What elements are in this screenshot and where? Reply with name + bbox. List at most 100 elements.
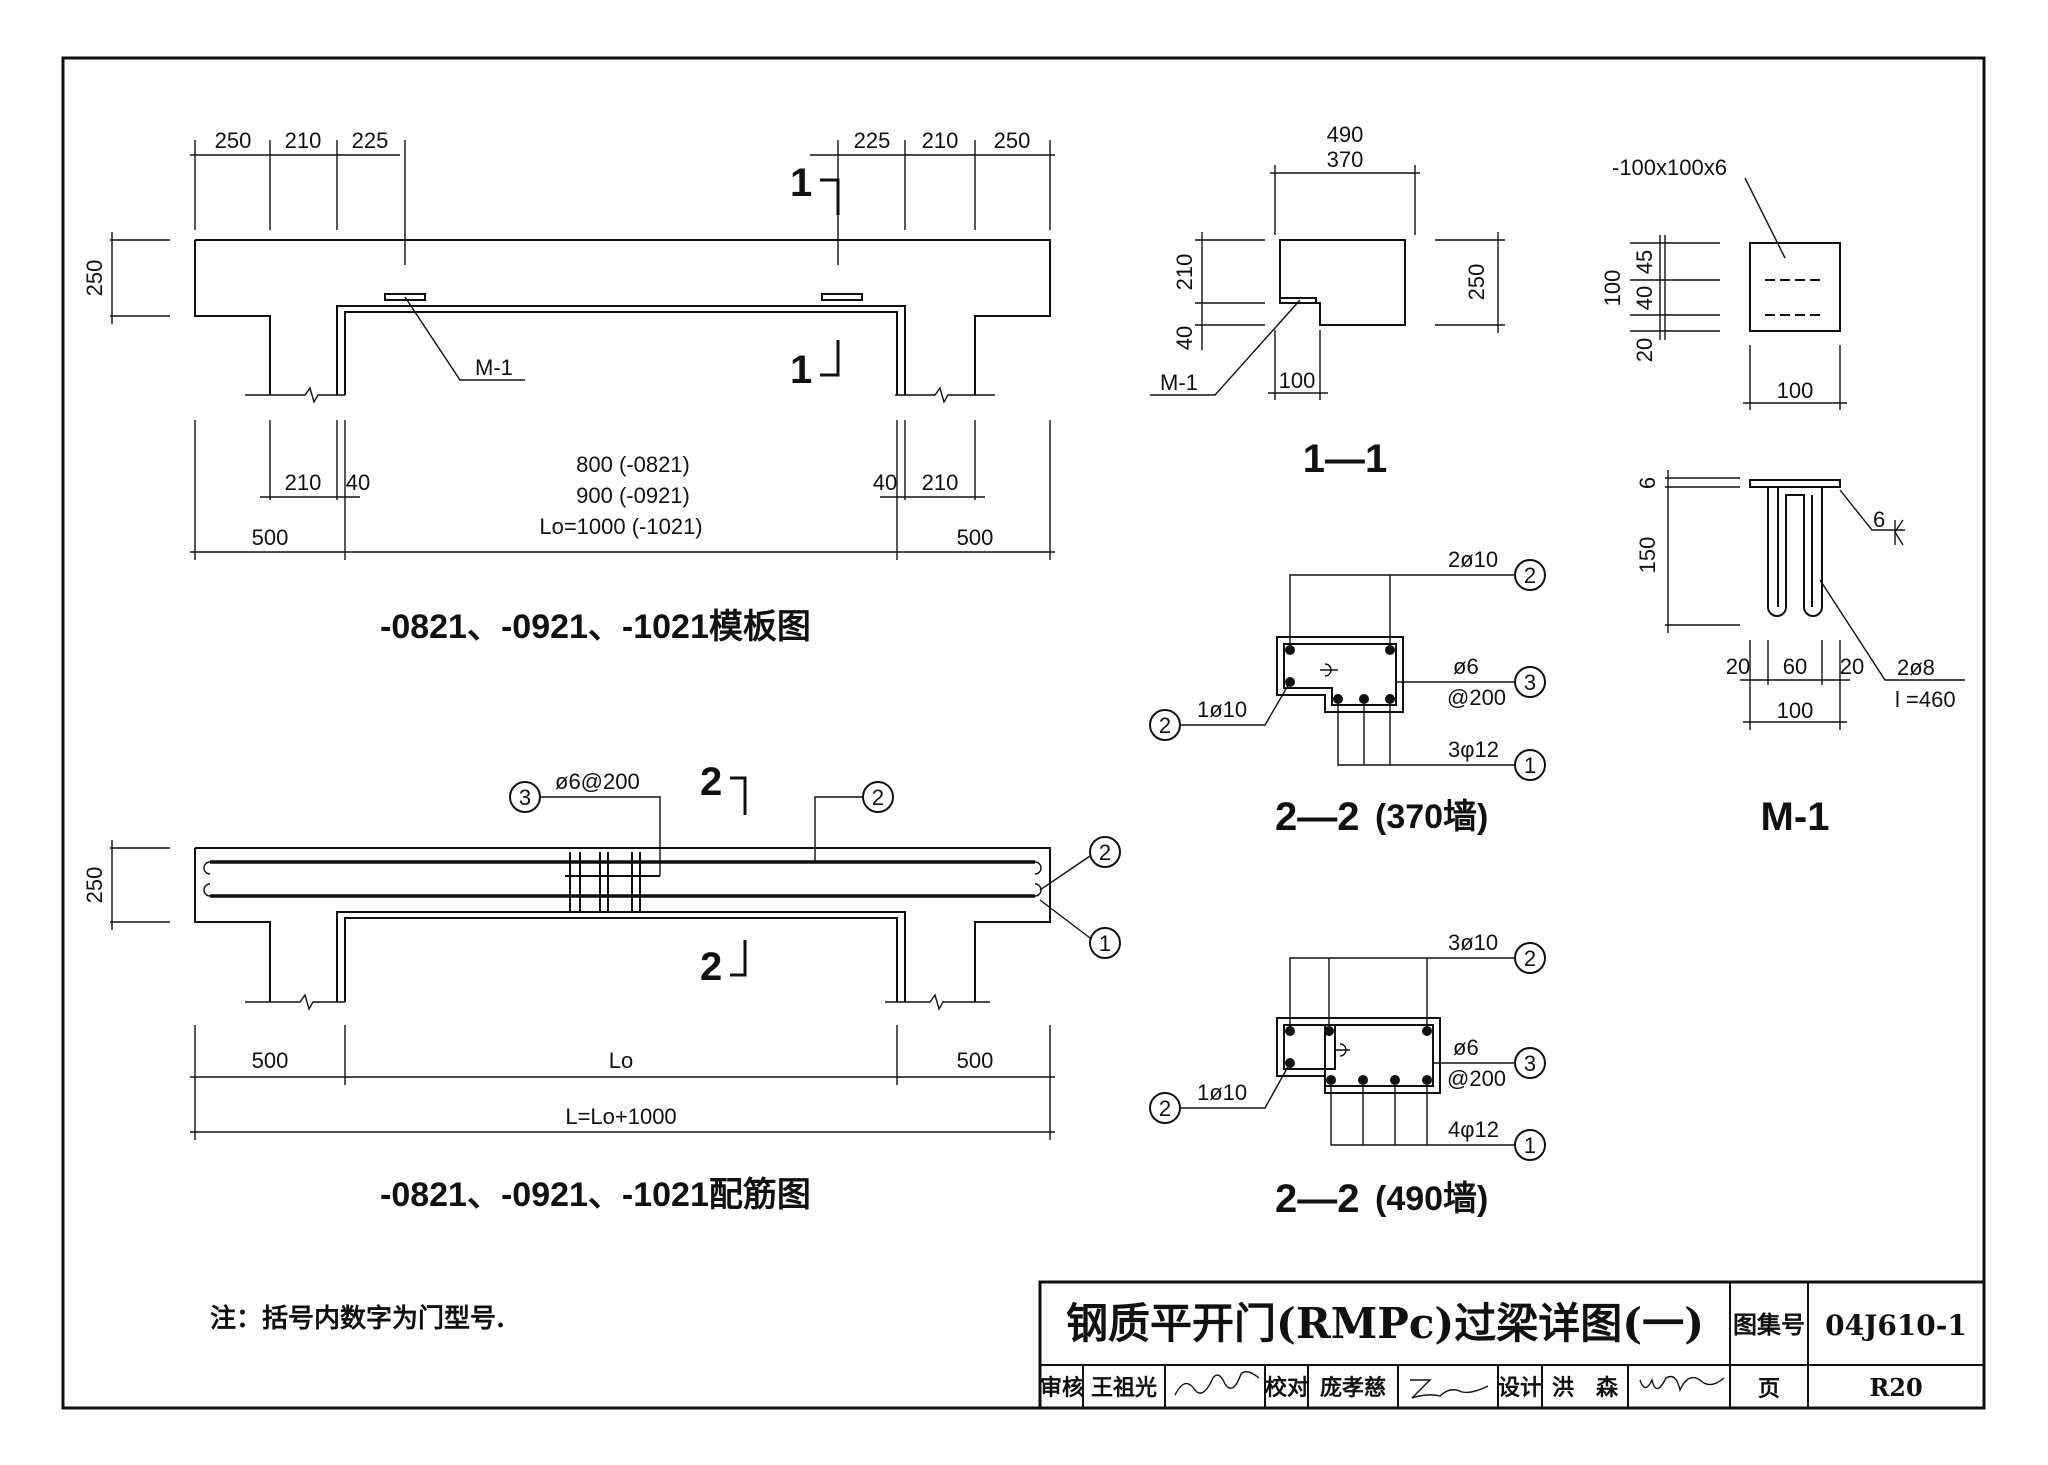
note-text: 注：括号内数字为门型号.: [210, 1303, 505, 1334]
sec22-370-title-main: 2—2: [1275, 795, 1360, 839]
sec11-title: 1—1: [1303, 437, 1388, 481]
sec22-490-mark-2-top: 2: [1524, 946, 1536, 971]
m1-h100: 100: [1600, 270, 1625, 307]
designer-signature: [1639, 1375, 1725, 1393]
m1-d20b: 20: [1840, 654, 1864, 679]
dim-top-left-3: 225: [352, 128, 389, 153]
m1-bar-label: 2ø8: [1897, 655, 1935, 680]
sec22-490-outline: [1276, 1017, 1441, 1094]
m1-plate-width: 100: [1777, 378, 1814, 403]
m1-plate-plan: [1749, 242, 1841, 332]
sec11-h2: 40: [1172, 326, 1197, 350]
sec22-490-title-main: 2—2: [1275, 1177, 1360, 1221]
rebar-dim-lo: Lo: [609, 1048, 633, 1073]
sec22-370-stirrup-1: ø6: [1453, 654, 1479, 679]
span-line-3: Lo=1000 (-1021): [539, 514, 702, 539]
dim-top-right-2: 210: [922, 128, 959, 153]
atlas-label: 图集号: [1733, 1310, 1805, 1339]
sec22-370-top-label: 2ø10: [1448, 547, 1498, 572]
section-mark-2-bottom: 2: [700, 945, 722, 989]
formwork-drawing: 250 210 225 225 210 250 250 M-1 1 1: [82, 128, 1055, 646]
sec22-370-outline: [1276, 636, 1404, 713]
rebar-mark-3: 3: [519, 785, 531, 810]
sec22-370-stirrup-2: @200: [1447, 685, 1506, 710]
design-label: 设计: [1498, 1375, 1542, 1401]
rebar-height: 250: [82, 867, 107, 904]
page-label: 页: [1758, 1376, 1780, 1402]
sec11-outline: [1279, 239, 1406, 326]
dim-bottom-right-210: 210: [922, 470, 959, 495]
m1-h40: 40: [1632, 286, 1657, 310]
m1-title: M-1: [1761, 795, 1830, 839]
dim-bottom-left-40: 40: [346, 470, 370, 495]
checker-name: 庞孝慈: [1320, 1375, 1386, 1401]
dim-top-left-2: 210: [285, 128, 322, 153]
sec22-370-mark-3: 3: [1524, 670, 1536, 695]
sec22-490-bottom-label: 4φ12: [1448, 1117, 1499, 1142]
reviewer-signature: [1174, 1371, 1260, 1396]
review-label: 审核: [1040, 1375, 1084, 1401]
rebar-mark-2-top: 2: [872, 785, 884, 810]
m1-anchor-bars: [1767, 487, 1823, 617]
rebar-drawing: 250 3 ø6@200 2 2 1 2 2 500 Lo 500 L=Lo+1…: [82, 760, 1121, 1214]
m1-h150: 150: [1635, 537, 1660, 574]
dim-top-right-1: 225: [854, 128, 891, 153]
sec11-h1: 210: [1172, 254, 1197, 291]
formwork-title: -0821、-0921、-1021模板图: [380, 608, 811, 646]
dim-top-left-1: 250: [215, 128, 252, 153]
page-number: R20: [1869, 1373, 1922, 1402]
sec11-width-inner: 370: [1327, 147, 1364, 172]
rebar-mark-2-right: 2: [1099, 840, 1111, 865]
sec22-370-mark-1: 1: [1524, 753, 1536, 778]
m1-len-label: l =460: [1895, 687, 1956, 712]
sec22-370-side-label: 1ø10: [1197, 697, 1247, 722]
section-1-1: 490 370 210 40 250 100 M-1 1—1: [1150, 122, 1505, 481]
sheet-border: [61, 56, 1986, 1410]
m1-detail: -100x100x6 100 45 40 20 100 6 150 6: [1600, 155, 1965, 839]
dim-bottom-right-500: 500: [957, 525, 994, 550]
sec11-width-outer: 490: [1327, 122, 1364, 147]
sec22-370-mark-2-top: 2: [1524, 563, 1536, 588]
beam-outline: [194, 239, 1051, 395]
section-mark-1-top: 1: [790, 161, 812, 205]
m1-d60: 60: [1783, 654, 1807, 679]
formwork-embed-label: M-1: [475, 355, 513, 380]
sec22-370-mark-2-left: 2: [1159, 713, 1171, 738]
m1-h45: 45: [1632, 250, 1657, 274]
dim-bottom-left-500: 500: [252, 525, 289, 550]
dim-bottom-left-210: 210: [285, 470, 322, 495]
sec22-490-top-label: 3ø10: [1448, 930, 1498, 955]
drawing-title: 钢质平开门(RMPc)过梁详图(一): [1066, 1299, 1704, 1348]
sec11-embed-label: M-1: [1160, 370, 1198, 395]
section-2-2-490: 2 3ø10 3 ø6 @200 1 4φ12 2 1ø10 2—2 (490墙…: [1149, 930, 1546, 1221]
m1-weld: 6: [1873, 507, 1885, 532]
section-2-2-370: 2 2ø10 3 ø6 @200 1 3φ12 2 1ø10 2—2 (370墙…: [1149, 547, 1546, 839]
sec22-370-title-sub: (370墙): [1375, 798, 1488, 836]
rebar-dim-500-right: 500: [957, 1048, 994, 1073]
section-mark-1-bottom: 1: [790, 348, 812, 392]
rebar-beam-outline: [194, 847, 1051, 1002]
sec22-490-stirrup-2: @200: [1447, 1066, 1506, 1091]
dim-top-right-3: 250: [994, 128, 1031, 153]
rebar-mark-1-right: 1: [1099, 931, 1111, 956]
sec11-plate-width: 100: [1279, 368, 1316, 393]
sec22-490-mark-2-left: 2: [1159, 1096, 1171, 1121]
m1-d100: 100: [1777, 698, 1814, 723]
atlas-number: 04J610-1: [1825, 1309, 1967, 1342]
m1-d20a: 20: [1726, 654, 1750, 679]
rebar-dim-500-left: 500: [252, 1048, 289, 1073]
rebar-dim-total: L=Lo+1000: [565, 1104, 676, 1129]
rebar-title: -0821、-0921、-1021配筋图: [380, 1176, 811, 1214]
rebar-stirrup-label: ø6@200: [555, 769, 640, 794]
sec11-h-total: 250: [1464, 264, 1489, 301]
checker-signature: [1410, 1379, 1489, 1399]
m1-plate-label: -100x100x6: [1612, 155, 1727, 180]
sec22-370-bottom-label: 3φ12: [1448, 737, 1499, 762]
reviewer-name: 王祖光: [1091, 1375, 1157, 1401]
check-label: 校对: [1265, 1375, 1309, 1401]
designer-name: 洪 森: [1552, 1375, 1619, 1401]
sec22-490-stirrup-1: ø6: [1453, 1035, 1479, 1060]
sec22-490-mark-3: 3: [1524, 1051, 1536, 1076]
span-line-1: 800 (-0821): [576, 452, 690, 477]
